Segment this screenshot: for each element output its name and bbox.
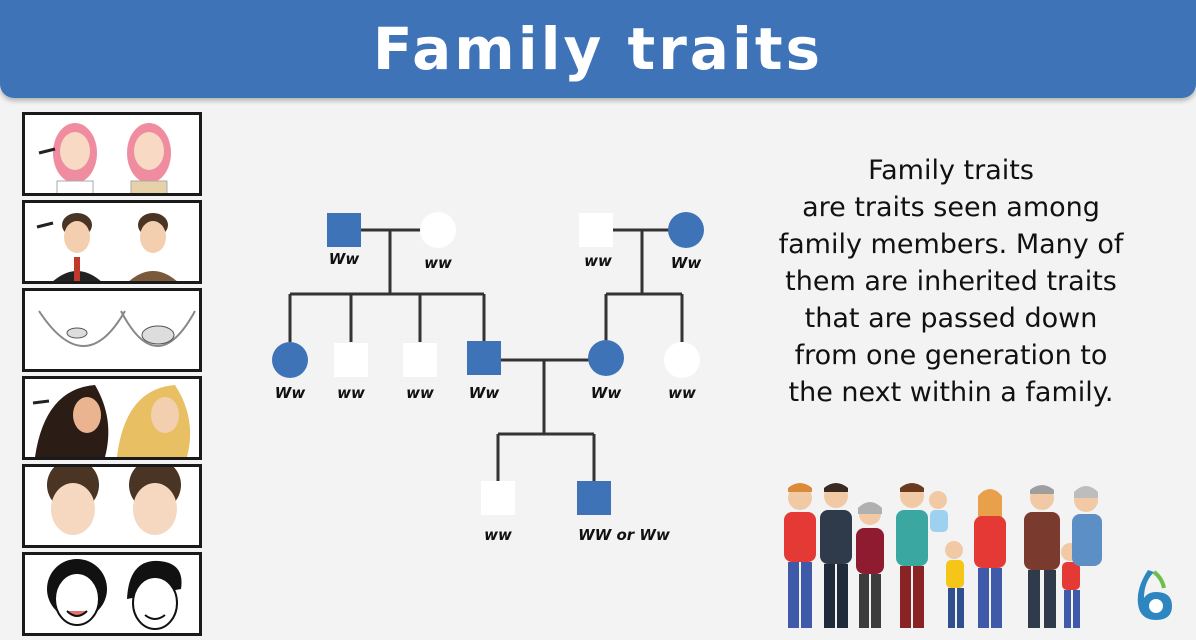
man-portrait-icon: [36, 213, 177, 281]
genotype-label: Ww: [591, 384, 622, 402]
chin-sketch-icon: [38, 310, 196, 347]
definition-line: that are passed down: [804, 303, 1098, 334]
brand-logo-icon: [1137, 570, 1172, 620]
curly-hair-pair-tile: [22, 464, 202, 548]
smiling-face-icon: [47, 559, 182, 630]
pedigree-square: [467, 341, 501, 375]
long-hair-icon: [32, 385, 191, 457]
pedigree-square: [334, 343, 368, 377]
definition-line: them are inherited traits: [785, 266, 1117, 297]
genotype-label: ww: [484, 526, 512, 544]
definition-text: Family traits are traits seen among fami…: [756, 152, 1146, 411]
genotype-label: ww: [406, 384, 434, 402]
hair-color-pair-tile: [22, 112, 202, 196]
pedigree-circle: [668, 212, 704, 248]
definition-line: from one generation to: [794, 340, 1108, 371]
pedigree-square: [579, 213, 613, 247]
genotype-label: WW or Ww: [578, 526, 670, 544]
definition-line: the next within a family.: [788, 377, 1114, 408]
dimples-pair-tile: [22, 288, 202, 372]
pedigree-circle: [588, 340, 624, 376]
pedigree-circle: [664, 342, 700, 378]
pedigree-square: [577, 481, 611, 515]
pedigree-circle: [420, 212, 456, 248]
pink-hair-icon: [38, 123, 171, 193]
genotype-label: Ww: [469, 384, 500, 402]
curly-hair-icon: [47, 467, 181, 535]
genotype-label: Ww: [275, 384, 306, 402]
genotype-label: Ww: [671, 254, 702, 272]
pedigree-circle: [272, 342, 308, 378]
trait-illustration-strip: [22, 112, 206, 640]
pedigree-square: [403, 343, 437, 377]
title-banner: Family traits: [0, 0, 1196, 98]
genotype-label: ww: [584, 252, 612, 270]
pedigree-square: [327, 213, 361, 247]
pedigree-square: [481, 481, 515, 515]
family-group-icon: [784, 483, 1102, 628]
genotype-label: Ww: [329, 250, 360, 268]
genotype-label: ww: [337, 384, 365, 402]
definition-line: family members. Many of: [778, 229, 1124, 260]
definition-line: Family traits: [868, 155, 1034, 186]
definition-line: are traits seen among: [802, 192, 1100, 223]
smile-pair-tile: [22, 552, 202, 636]
genotype-label: ww: [668, 384, 696, 402]
wavy-hair-pair-tile: [22, 376, 202, 460]
genotype-label: ww: [424, 254, 452, 272]
page-title: Family traits: [372, 15, 824, 83]
hairline-pair-tile: [22, 200, 202, 284]
